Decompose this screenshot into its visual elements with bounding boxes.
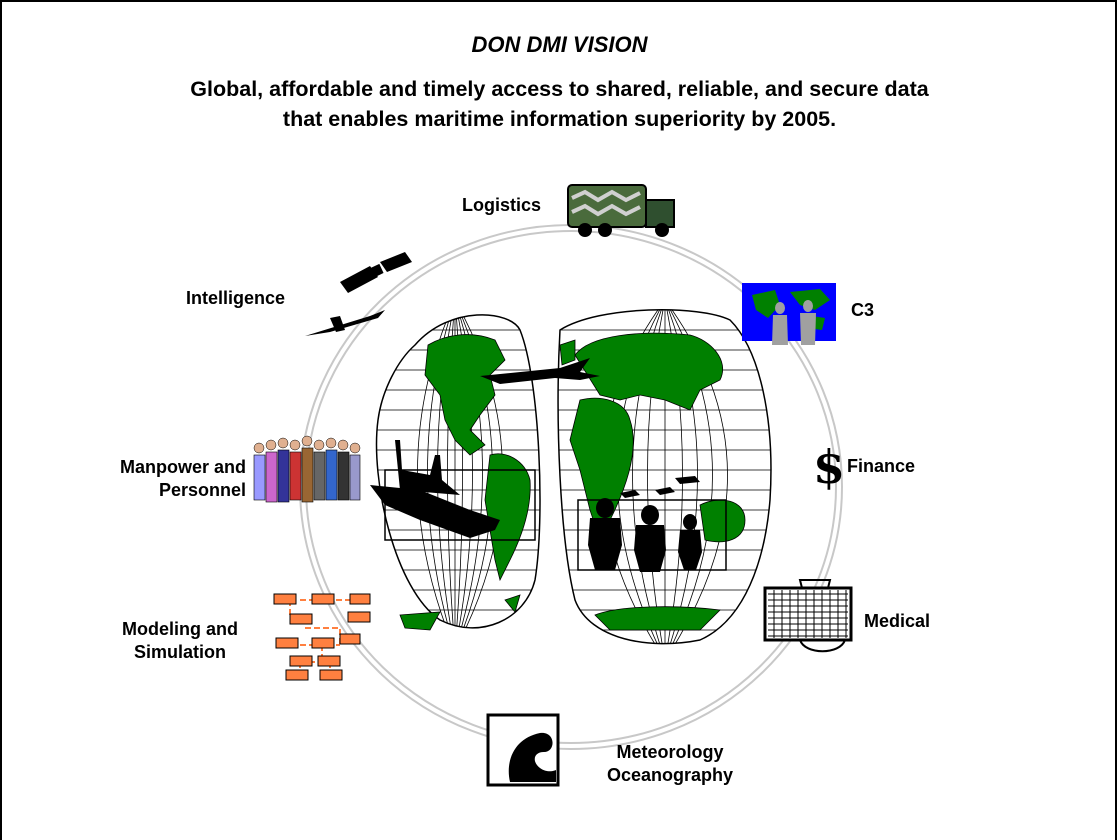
label-intelligence: Intelligence — [186, 288, 286, 308]
jet-icon — [480, 358, 600, 384]
people-crowd-icon — [253, 435, 361, 503]
label-modeling: Modeling and Simulation — [96, 618, 264, 664]
label-medical: Medical — [864, 611, 931, 631]
wave-icon — [486, 713, 560, 787]
reconnaissance-plane-icon — [305, 310, 385, 336]
military-truck-icon — [567, 184, 675, 237]
vision-line-1: Global, affordable and timely access to … — [190, 77, 929, 101]
flowchart-icon — [273, 593, 371, 681]
vision-line-2: that enables maritime information superi… — [282, 107, 837, 131]
label-finance: Finance — [847, 456, 916, 476]
satellite-icon — [340, 252, 412, 293]
medical-equipment-icon — [763, 579, 853, 653]
label-meteorology-line-1: Meteorology — [616, 742, 724, 762]
label-manpower: Manpower and Personnel — [86, 456, 246, 502]
c3-map-icon — [742, 283, 836, 345]
soldiers-icon — [588, 476, 702, 572]
label-manpower-line-1: Manpower and — [119, 457, 246, 477]
label-c3: C3 — [851, 300, 875, 320]
warship-icon — [370, 440, 500, 538]
label-meteorology: Meteorology Oceanography — [580, 741, 760, 787]
label-manpower-line-2: Personnel — [158, 480, 246, 500]
label-modeling-line-2: Simulation — [133, 642, 226, 662]
slide-title: DON DMI VISION — [471, 32, 648, 57]
label-logistics: Logistics — [462, 195, 542, 215]
label-modeling-line-1: Modeling and — [122, 619, 238, 639]
dollar-sign-icon: $ — [813, 440, 845, 494]
label-meteorology-line-2: Oceanography — [606, 765, 734, 785]
